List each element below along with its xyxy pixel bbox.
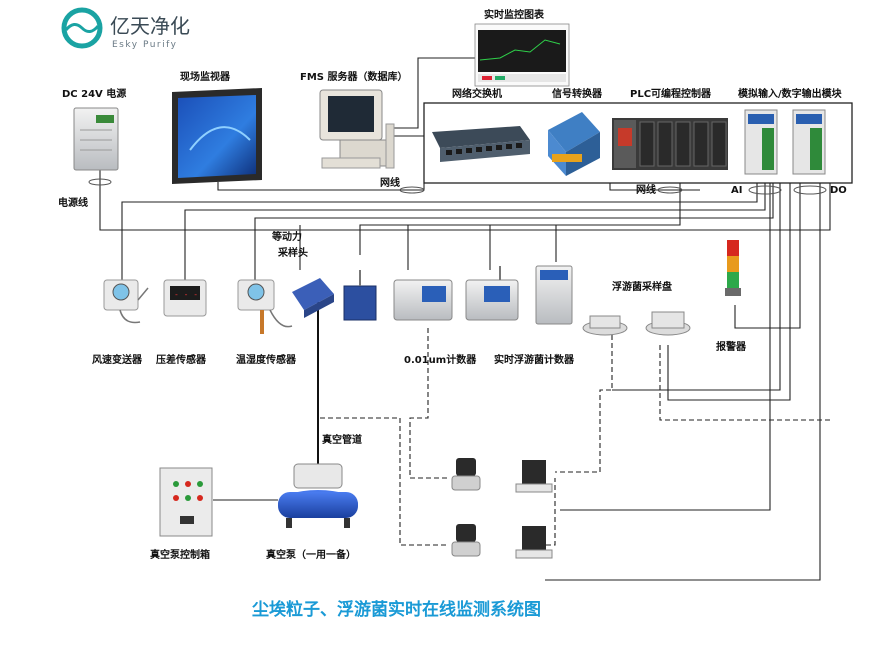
signal-converter-label: 信号转换器 — [552, 87, 603, 100]
pressure-sensor: - - - 压差传感器 — [156, 279, 207, 366]
network-switch-label: 网络交换机 — [452, 87, 502, 100]
vacuum-pipe-label: 真空管道 — [322, 433, 362, 446]
isokinetic-sampling-head: 等动力 采样头 — [272, 230, 334, 318]
logo-ring-icon — [61, 7, 103, 49]
vacuum-sensor-box — [343, 270, 377, 321]
do-label: DO — [830, 185, 847, 196]
wind-sensor-label: 风速变送器 — [92, 353, 143, 366]
temp-humidity-label: 温湿度传感器 — [236, 353, 297, 366]
temp-humidity-sensor: 温湿度传感器 — [236, 279, 297, 366]
iso-head-label-line2: 采样头 — [277, 246, 308, 259]
network-enclosure — [423, 102, 853, 184]
vacuum-control-box-label: 真空泵控制箱 — [150, 548, 210, 561]
iso-head-label-line1: 等动力 — [272, 230, 302, 243]
net-line-label-2: 网线 — [636, 183, 656, 196]
brand-logo: 亿天净化 Esky Purify — [61, 7, 190, 50]
signal-converter: 信号转换器 — [548, 87, 603, 176]
sampling-disk: 浮游菌采样盘 — [582, 280, 691, 336]
realtime-chart-label: 实时监控图表 — [484, 8, 545, 21]
alarm-light: 报警器 — [716, 240, 747, 353]
alarm-label: 报警器 — [716, 340, 747, 353]
microbe-counter: 实时浮游菌计数器 — [494, 265, 575, 366]
io-module-label: 模拟输入/数字输出模块 — [738, 87, 843, 100]
plc-label: PLC可编程控制器 — [630, 87, 712, 100]
pressure-sensor-label: 压差传感器 — [156, 353, 207, 366]
net-line-label-1: 网线 — [380, 176, 400, 189]
svg-text:- - -: - - - — [174, 290, 198, 299]
vacuum-control-box: 真空泵控制箱 — [150, 467, 213, 561]
sampling-disk-label: 浮游菌采样盘 — [612, 280, 672, 293]
particle-counter: 0.01um计数器 — [393, 266, 519, 366]
chart-trace-icon — [479, 39, 561, 61]
network-switch: 网络交换机 — [432, 87, 530, 162]
realtime-chart: 实时监控图表 — [474, 8, 570, 87]
io-module: 模拟输入/数字输出模块 — [738, 87, 843, 175]
flow-meters — [515, 460, 553, 559]
wind-speed-transmitter: 风速变送器 — [92, 279, 149, 366]
particle-counter-label: 0.01um计数器 — [404, 353, 477, 366]
dc-power-supply: DC 24V 电源 电源线 — [58, 87, 126, 209]
vacuum-pump: 真空泵（一用一备） — [266, 463, 358, 561]
fms-server-label: FMS 服务器（数据库） — [300, 70, 407, 83]
plc-controller: PLC可编程控制器 — [612, 87, 728, 170]
onsite-monitor-label: 现场监视器 — [180, 70, 231, 83]
microbe-counter-label: 实时浮游菌计数器 — [494, 353, 575, 366]
onsite-monitor: 现场监视器 — [172, 70, 262, 184]
brand-name-en: Esky Purify — [112, 40, 177, 50]
wiring — [99, 57, 853, 581]
solenoid-valves — [451, 458, 481, 557]
diagram-title: 尘埃粒子、浮游菌实时在线监测系统图 — [252, 599, 541, 620]
dc-power-label: DC 24V 电源 — [62, 87, 126, 100]
fms-server: FMS 服务器（数据库） — [300, 70, 407, 169]
ai-label: AI — [731, 185, 742, 196]
power-line-label: 电源线 — [58, 196, 88, 209]
logo-wave-icon — [64, 23, 100, 33]
vacuum-pump-label: 真空泵（一用一备） — [266, 548, 356, 561]
brand-name-cn: 亿天净化 — [110, 14, 190, 38]
